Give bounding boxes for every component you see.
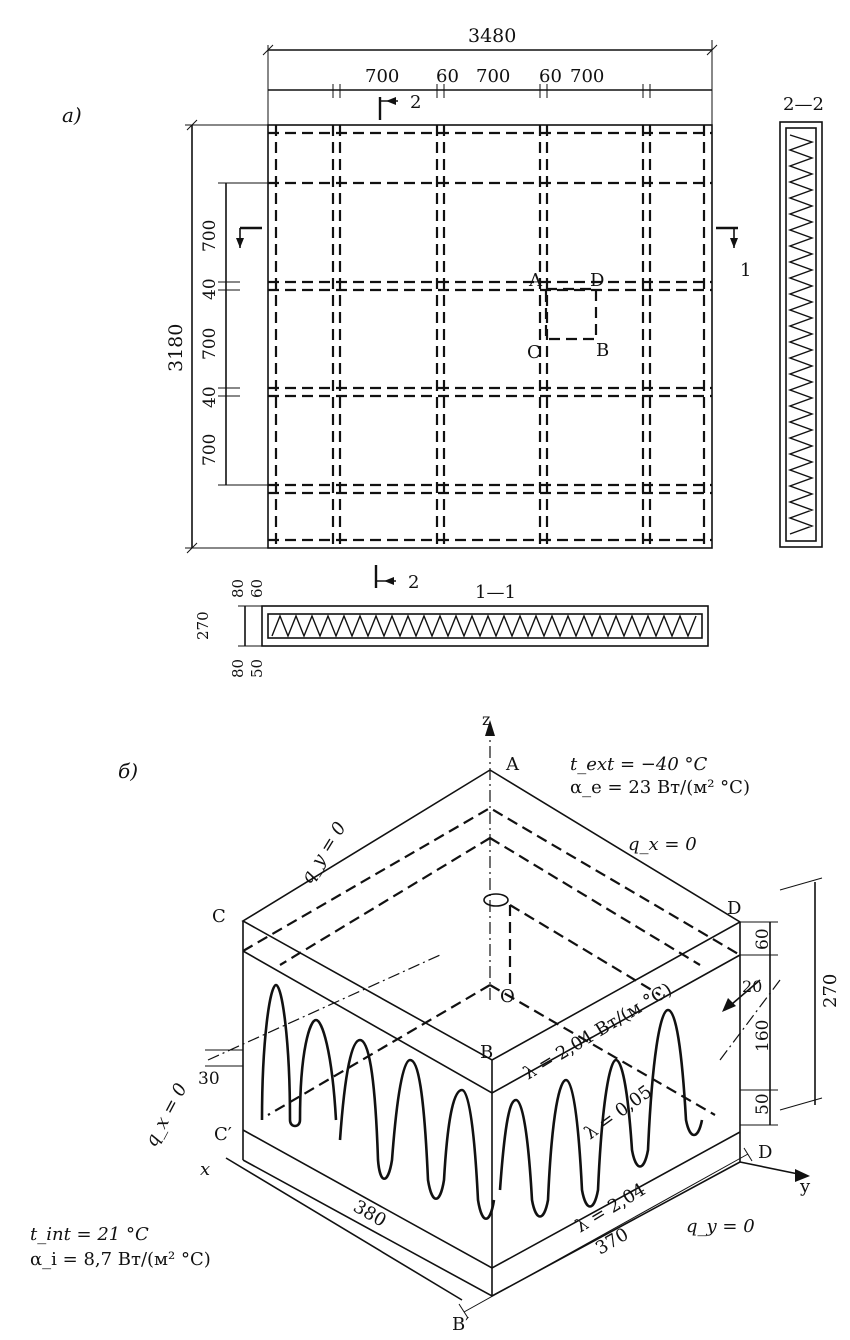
part-a-label: а) (62, 103, 82, 127)
dim-right-1: 60 (753, 928, 773, 950)
section-1-number: 1 (740, 260, 751, 281)
point-b-c-prime: C′ (214, 1124, 232, 1145)
dim-20: 20 (742, 977, 762, 996)
axis-z-label: z (482, 710, 490, 729)
section-22-title: 2—2 (783, 94, 824, 115)
dim-b-370: 370 (592, 1224, 632, 1259)
dim-vert-4: 40 (200, 386, 220, 408)
dim-seg-3: 700 (476, 66, 510, 87)
bc-qy-top: q_y = 0 (296, 818, 350, 887)
dim-right-3: 50 (753, 1093, 773, 1115)
points-b: A C D B O C′ D B′ (212, 754, 772, 1335)
section-11-title: 1—1 (475, 582, 516, 603)
left-30-dimension: 30 (198, 1049, 243, 1089)
note-ext-alpha: α_e = 23 Вт/(м² °С) (570, 777, 750, 798)
dim-right-2: 160 (753, 1020, 773, 1052)
dim-total-width: 3480 (468, 25, 516, 47)
dim-total-height: 3180 (165, 324, 187, 372)
point-b-b-prime: B′ (452, 1314, 469, 1335)
axis-y-label: y (799, 1176, 811, 1197)
point-b-o: O (500, 986, 515, 1007)
sec11-dim-top-a: 80 (229, 579, 247, 598)
dim-vert-5: 700 (200, 434, 220, 466)
point-b-a: A (505, 754, 520, 775)
section-1-marks: 1 (236, 226, 751, 281)
section-1-1: 1—1 80 60 270 80 50 (194, 579, 709, 678)
climate-notes: t_ext = −40 °C α_e = 23 Вт/(м² °С) t_int… (30, 754, 750, 1270)
point-b-c: C (212, 906, 226, 927)
note-int-alpha: α_i = 8,7 Вт/(м² °С) (30, 1249, 211, 1270)
right-dimensions: 60 160 50 270 20 (722, 877, 841, 1126)
panel-plan (267, 124, 713, 549)
dim-seg-4: 60 (539, 66, 562, 87)
dim-right-total: 270 (820, 974, 841, 1008)
dim-vert-1: 700 (200, 220, 220, 252)
fragment-abcd: A D C B (527, 270, 609, 363)
left-dimensions: 3180 700 40 700 40 700 (165, 119, 268, 554)
part-b-label: б) (118, 759, 138, 783)
dim-b-380: 380 (350, 1196, 390, 1231)
note-int-temp: t_int = 21 °C (30, 1224, 149, 1245)
dim-vert-2: 40 (200, 278, 220, 300)
point-a-label: A (528, 270, 543, 291)
axis-x-label: x (200, 1159, 210, 1180)
dim-vert-3: 700 (200, 328, 220, 360)
point-d-label: D (590, 270, 604, 291)
section-2-top-number: 2 (410, 92, 421, 113)
point-b-d-prime: D (758, 1142, 772, 1163)
point-c-label: C (527, 342, 541, 363)
bc-qy-bottom: q_y = 0 (686, 1216, 755, 1237)
section-2-bottom-mark: 2 (374, 565, 419, 593)
sec11-dim-bottom-a: 80 (229, 659, 247, 678)
sec11-dim-top-b: 60 (248, 579, 266, 598)
section-2-2: 2—2 (779, 94, 824, 548)
bc-qx-top: q_x = 0 (628, 834, 697, 855)
point-b-b: B (480, 1042, 493, 1063)
lambda-bottom: λ = 2,04 (572, 1179, 650, 1237)
top-dimensions: 3480 700 60 700 60 700 (262, 25, 718, 125)
point-b-d: D (727, 898, 741, 919)
dim-seg-2: 60 (436, 66, 459, 87)
insulation-fins (260, 983, 704, 1221)
bc-qx-left: q_x = 0 (141, 1080, 192, 1150)
dim-seg-1: 700 (365, 66, 399, 87)
section-2-bottom-number: 2 (408, 572, 419, 593)
sec11-dim-height: 270 (194, 611, 212, 640)
z-axis: z (482, 710, 495, 1000)
dim-30: 30 (198, 1069, 220, 1089)
hidden-lines (207, 806, 781, 1116)
lambda-mid: λ = 0,05 (581, 1081, 656, 1144)
section-2-top-mark: 2 (378, 92, 421, 120)
dim-seg-5: 700 (570, 66, 604, 87)
point-b-label: B (596, 340, 609, 361)
sec11-dim-bottom-b: 50 (248, 659, 266, 678)
note-ext-temp: t_ext = −40 °C (570, 754, 708, 775)
